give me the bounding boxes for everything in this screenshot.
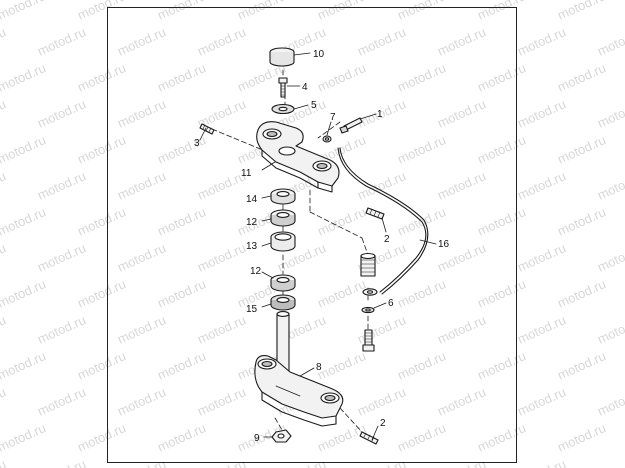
part-12-bearing-upper bbox=[270, 209, 296, 227]
diagram-frame bbox=[107, 7, 517, 463]
part-9-nut bbox=[271, 429, 292, 443]
callout-14: 14 bbox=[246, 194, 258, 205]
part-10-cap bbox=[269, 47, 295, 67]
callout-13: 13 bbox=[246, 241, 258, 252]
callout-15: 15 bbox=[246, 304, 258, 315]
part-5-washer bbox=[271, 103, 295, 115]
watermark-text: motod.ru bbox=[0, 456, 8, 468]
callout-8: 8 bbox=[316, 362, 322, 373]
callout-9: 9 bbox=[254, 433, 260, 444]
part-13-race bbox=[270, 231, 296, 252]
callout-2-upper: 2 bbox=[384, 234, 390, 245]
callout-1: 1 bbox=[377, 109, 383, 120]
part-7-nut bbox=[322, 135, 332, 143]
callout-labels: 10 4 5 7 1 3 11 14 2 12 16 13 12 6 15 8 … bbox=[194, 49, 450, 444]
callout-5: 5 bbox=[311, 100, 317, 111]
callout-7: 7 bbox=[330, 112, 336, 123]
callout-6: 6 bbox=[388, 298, 394, 309]
part-15-seal bbox=[270, 294, 296, 311]
callout-12-upper: 12 bbox=[246, 217, 258, 228]
callout-10: 10 bbox=[313, 49, 325, 60]
part-8-steering-stem bbox=[254, 311, 344, 427]
part-14-seal bbox=[270, 188, 296, 205]
part-6-washer-bolt bbox=[361, 306, 375, 352]
callout-12-lower: 12 bbox=[250, 266, 262, 277]
part-1-bolt bbox=[339, 117, 363, 134]
part-4-bolt bbox=[278, 77, 288, 98]
alignment-lines bbox=[211, 69, 369, 433]
part-12-bearing-lower bbox=[270, 274, 296, 292]
callout-16: 16 bbox=[438, 239, 450, 250]
callout-2-lower: 2 bbox=[380, 418, 386, 429]
part-2-bolt-upper bbox=[365, 207, 385, 220]
part-2-bolt-lower bbox=[359, 431, 379, 445]
callout-11: 11 bbox=[241, 168, 252, 179]
callout-3: 3 bbox=[194, 138, 200, 149]
part-11-upper-clamp bbox=[256, 121, 340, 193]
part-3-stud bbox=[199, 123, 215, 135]
callout-4: 4 bbox=[302, 82, 308, 93]
leader-lines bbox=[199, 52, 437, 441]
part-16-brake-hose bbox=[337, 147, 429, 296]
